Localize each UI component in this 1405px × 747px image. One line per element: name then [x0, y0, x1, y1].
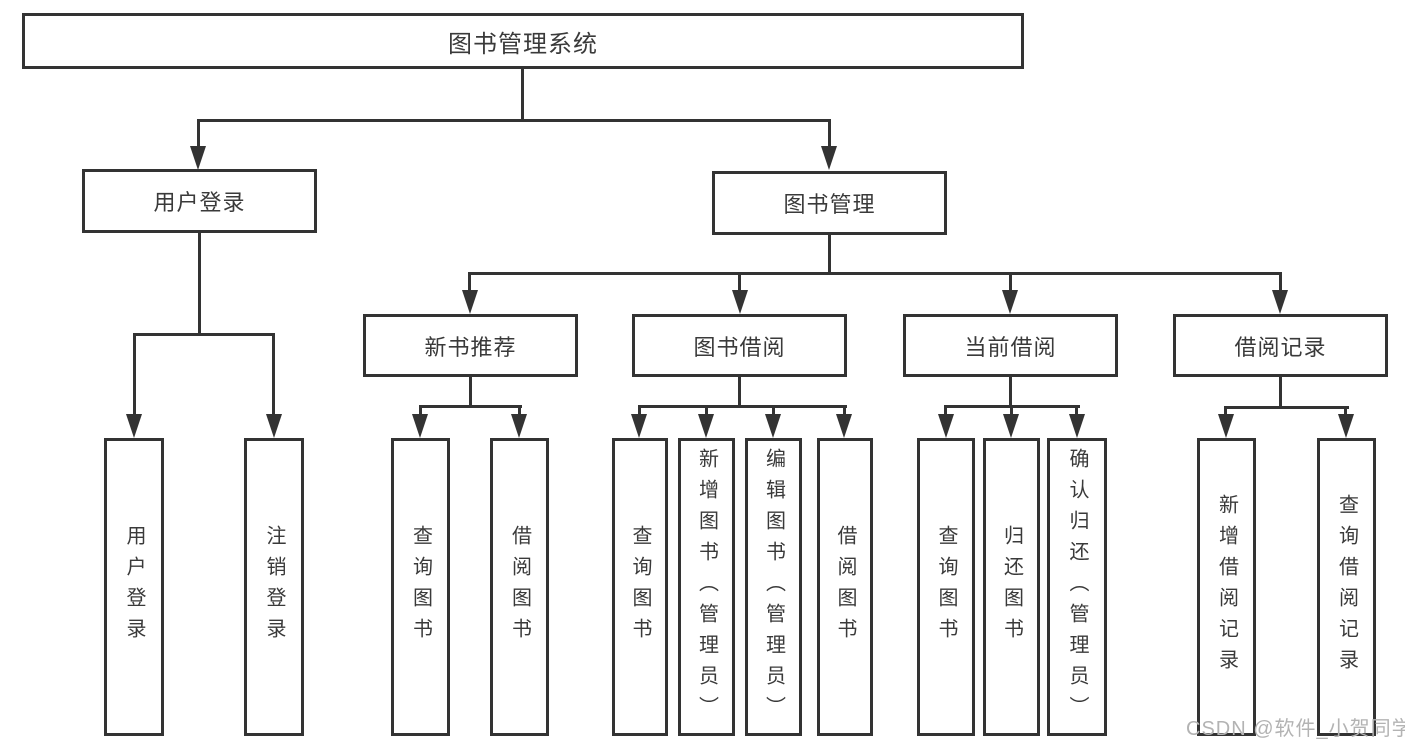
connector-bookmgmt-drop-3 [1009, 272, 1012, 292]
connector-newbook-stem [469, 377, 472, 408]
arrowhead-icon [1218, 414, 1234, 438]
node-label: 用户登录 [123, 525, 145, 649]
node-label: 查询图书 [409, 525, 432, 649]
connector-userlogin-rail [133, 333, 275, 336]
connector-borrow-rail [638, 405, 847, 408]
connector-userlogin-stem [198, 233, 201, 336]
arrowhead-icon [190, 146, 206, 170]
node-library-management-system: 图书管理系统 [22, 13, 1024, 69]
leaf-return-book: 归还图书 [983, 438, 1040, 736]
node-label: 编辑图书（管理员） [762, 447, 785, 727]
arrowhead-icon [1003, 414, 1019, 438]
node-borrowing-records: 借阅记录 [1173, 314, 1388, 377]
connector-root-stem [521, 69, 524, 121]
arrowhead-icon [765, 414, 781, 438]
connector-userlogin-drop-1 [133, 333, 136, 416]
arrowhead-icon [1002, 290, 1018, 314]
leaf-query-book-borrowing: 查询图书 [612, 438, 668, 736]
node-label: 借阅图书 [834, 525, 856, 649]
leaf-query-borrow-record: 查询借阅记录 [1317, 438, 1376, 736]
node-label: 图书管理系统 [448, 30, 598, 58]
leaf-borrow-book-recommend: 借阅图书 [490, 438, 549, 736]
node-label: 当前借阅 [964, 334, 1057, 360]
connector-borrow-stem [738, 377, 741, 408]
arrowhead-icon [1272, 290, 1288, 314]
node-label: 图书管理 [783, 192, 876, 217]
node-book-borrowing: 图书借阅 [632, 314, 847, 377]
leaf-user-login: 用户登录 [104, 438, 164, 736]
leaf-add-borrow-record: 新增借阅记录 [1197, 438, 1256, 736]
leaf-confirm-return-admin: 确认归还（管理员） [1047, 438, 1107, 736]
arrowhead-icon [631, 414, 647, 438]
node-book-management: 图书管理 [712, 171, 947, 235]
arrowhead-icon [698, 414, 714, 438]
node-label: 借阅记录 [1234, 334, 1327, 360]
connector-borrow-drop-1 [638, 405, 641, 416]
connector-userlogin-drop-2 [272, 333, 275, 416]
node-label: 查询借阅记录 [1335, 494, 1358, 680]
node-user-login: 用户登录 [82, 169, 317, 233]
connector-bookmgmt-drop-2 [738, 272, 741, 292]
watermark: CSDN @软件_小贺同学 [1186, 718, 1405, 740]
node-label: 归还图书 [1000, 525, 1023, 649]
arrowhead-icon [821, 146, 837, 170]
arrowhead-icon [1069, 414, 1085, 438]
node-label: 查询图书 [935, 525, 957, 649]
node-new-book-recommend: 新书推荐 [363, 314, 578, 377]
connector-current-stem [1009, 377, 1012, 408]
node-label: 注销登录 [263, 525, 285, 649]
node-label: 新增图书（管理员） [695, 447, 718, 727]
arrowhead-icon [462, 290, 478, 314]
connector-records-stem [1279, 377, 1282, 409]
connector-root-drop-right [828, 119, 831, 148]
node-label: 用户登录 [153, 190, 246, 215]
arrowhead-icon [938, 414, 954, 438]
node-label: 借阅图书 [508, 525, 531, 649]
arrowhead-icon [412, 414, 428, 438]
connector-bookmgmt-drop-4 [1279, 272, 1282, 292]
connector-newbook-rail [419, 405, 522, 408]
connector-root-rail [197, 119, 831, 122]
leaf-query-book-current: 查询图书 [917, 438, 975, 736]
connector-current-drop-1 [944, 405, 947, 416]
node-label: 图书借阅 [693, 334, 786, 360]
connector-current-drop-3 [1075, 405, 1078, 416]
connector-borrow-drop-4 [843, 405, 846, 416]
node-label: 新书推荐 [424, 334, 517, 360]
connector-bookmgmt-stem [828, 235, 831, 275]
connector-records-drop-1 [1224, 406, 1227, 416]
arrowhead-icon [266, 414, 282, 438]
connector-current-drop-2 [1010, 405, 1013, 416]
node-label: 查询图书 [629, 525, 651, 649]
leaf-query-book-recommend: 查询图书 [391, 438, 450, 736]
leaf-edit-book-admin: 编辑图书（管理员） [745, 438, 802, 736]
connector-records-rail [1225, 406, 1349, 409]
connector-root-drop-left [197, 119, 200, 148]
arrowhead-icon [836, 414, 852, 438]
node-current-borrowing: 当前借阅 [903, 314, 1118, 377]
arrowhead-icon [1338, 414, 1354, 438]
connector-newbook-drop-2 [518, 405, 521, 416]
arrowhead-icon [511, 414, 527, 438]
connector-bookmgmt-drop-1 [468, 272, 471, 292]
arrowhead-icon [732, 290, 748, 314]
connector-borrow-drop-2 [705, 405, 708, 416]
connector-bookmgmt-rail [469, 272, 1282, 275]
leaf-borrow-book-borrowing: 借阅图书 [817, 438, 873, 736]
connector-borrow-drop-3 [772, 405, 775, 416]
leaf-add-book-admin: 新增图书（管理员） [678, 438, 735, 736]
node-label: 新增借阅记录 [1215, 494, 1238, 680]
leaf-logout: 注销登录 [244, 438, 304, 736]
connector-newbook-drop-1 [419, 405, 422, 416]
node-label: 确认归还（管理员） [1066, 447, 1088, 727]
connector-records-drop-2 [1344, 406, 1347, 416]
arrowhead-icon [126, 414, 142, 438]
